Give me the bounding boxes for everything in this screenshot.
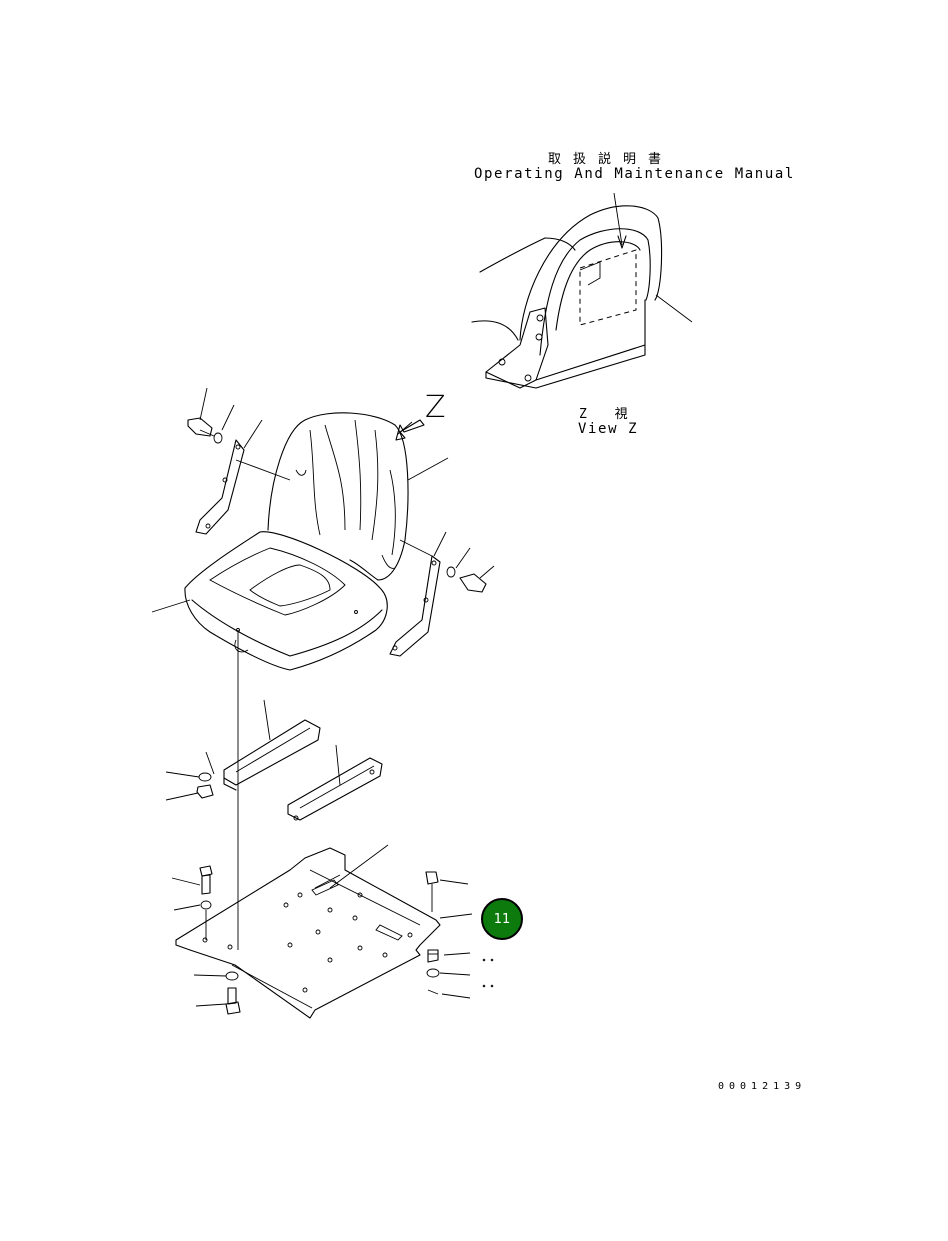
manual-title-english: Operating And Maintenance Manual bbox=[474, 166, 795, 182]
manual-title-japanese: 取扱説明書 bbox=[548, 152, 674, 167]
seat-rails bbox=[165, 630, 383, 950]
view-z-seatback bbox=[471, 192, 693, 389]
view-direction-label: Z bbox=[425, 390, 446, 425]
floor-plate bbox=[171, 844, 494, 1019]
part-number-label: 11 bbox=[493, 911, 511, 927]
seat-cushion-and-back bbox=[151, 387, 495, 671]
view-label-english: View Z bbox=[578, 421, 639, 437]
document-number: 00012139 bbox=[718, 1081, 807, 1092]
view-label-japanese: Z 視 bbox=[579, 407, 638, 422]
part-number-badge[interactable]: 11 bbox=[481, 898, 523, 940]
